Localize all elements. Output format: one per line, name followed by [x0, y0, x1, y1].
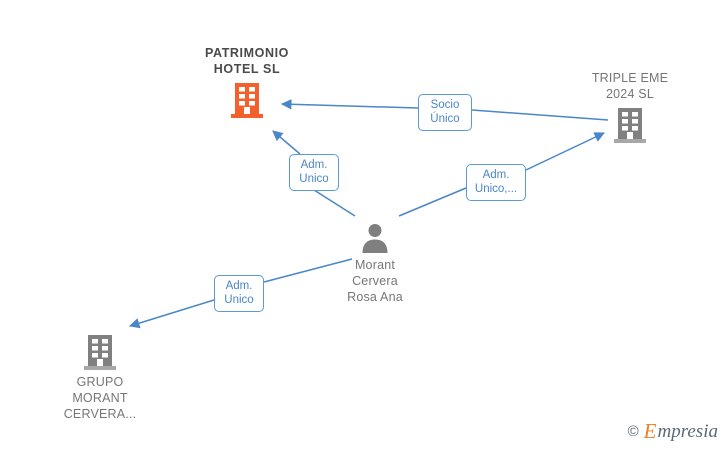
- edge-triple-to-patrimonio: [280, 99, 609, 121]
- node-patrimonio-hotel[interactable]: PATRIMONIO HOTEL SL: [172, 45, 322, 119]
- node-label-grupo-morant-cervera: GRUPO MORANT CERVERA...: [63, 375, 137, 421]
- node-morant-cervera-rosa-ana[interactable]: Morant Cervera Rosa Ana: [300, 222, 450, 305]
- brand-name: mpresia: [657, 421, 718, 442]
- edge-person-to-triple: [398, 132, 605, 217]
- edge-label-adm-unico-patrimonio[interactable]: Adm. Unico: [289, 154, 339, 191]
- node-label-triple-eme: TRIPLE EME 2024 SL: [591, 71, 669, 101]
- node-grupo-morant-cervera[interactable]: GRUPO MORANT CERVERA...: [25, 333, 175, 422]
- edge-person-to-grupo: [128, 258, 353, 329]
- edge-label-socio-unico[interactable]: Socio Único: [418, 94, 472, 131]
- copyright-icon: ©: [627, 423, 639, 440]
- edge-person-to-patrimonio: [272, 130, 356, 217]
- edge-label-adm-unico-triple[interactable]: Adm. Unico,...: [466, 164, 526, 201]
- edge-label-adm-unico-grupo[interactable]: Adm. Unico: [214, 275, 264, 312]
- building-icon: [83, 333, 117, 371]
- brand-initial: E: [643, 419, 657, 443]
- building-icon: [613, 106, 647, 144]
- watermark: © E mpresia: [628, 421, 718, 442]
- node-label-morant-cervera-rosa-ana: Morant Cervera Rosa Ana: [347, 258, 403, 304]
- building-icon: [230, 81, 264, 119]
- person-icon: [359, 222, 391, 254]
- node-label-patrimonio-hotel: PATRIMONIO HOTEL SL: [204, 46, 289, 76]
- node-triple-eme[interactable]: TRIPLE EME 2024 SL: [555, 70, 705, 144]
